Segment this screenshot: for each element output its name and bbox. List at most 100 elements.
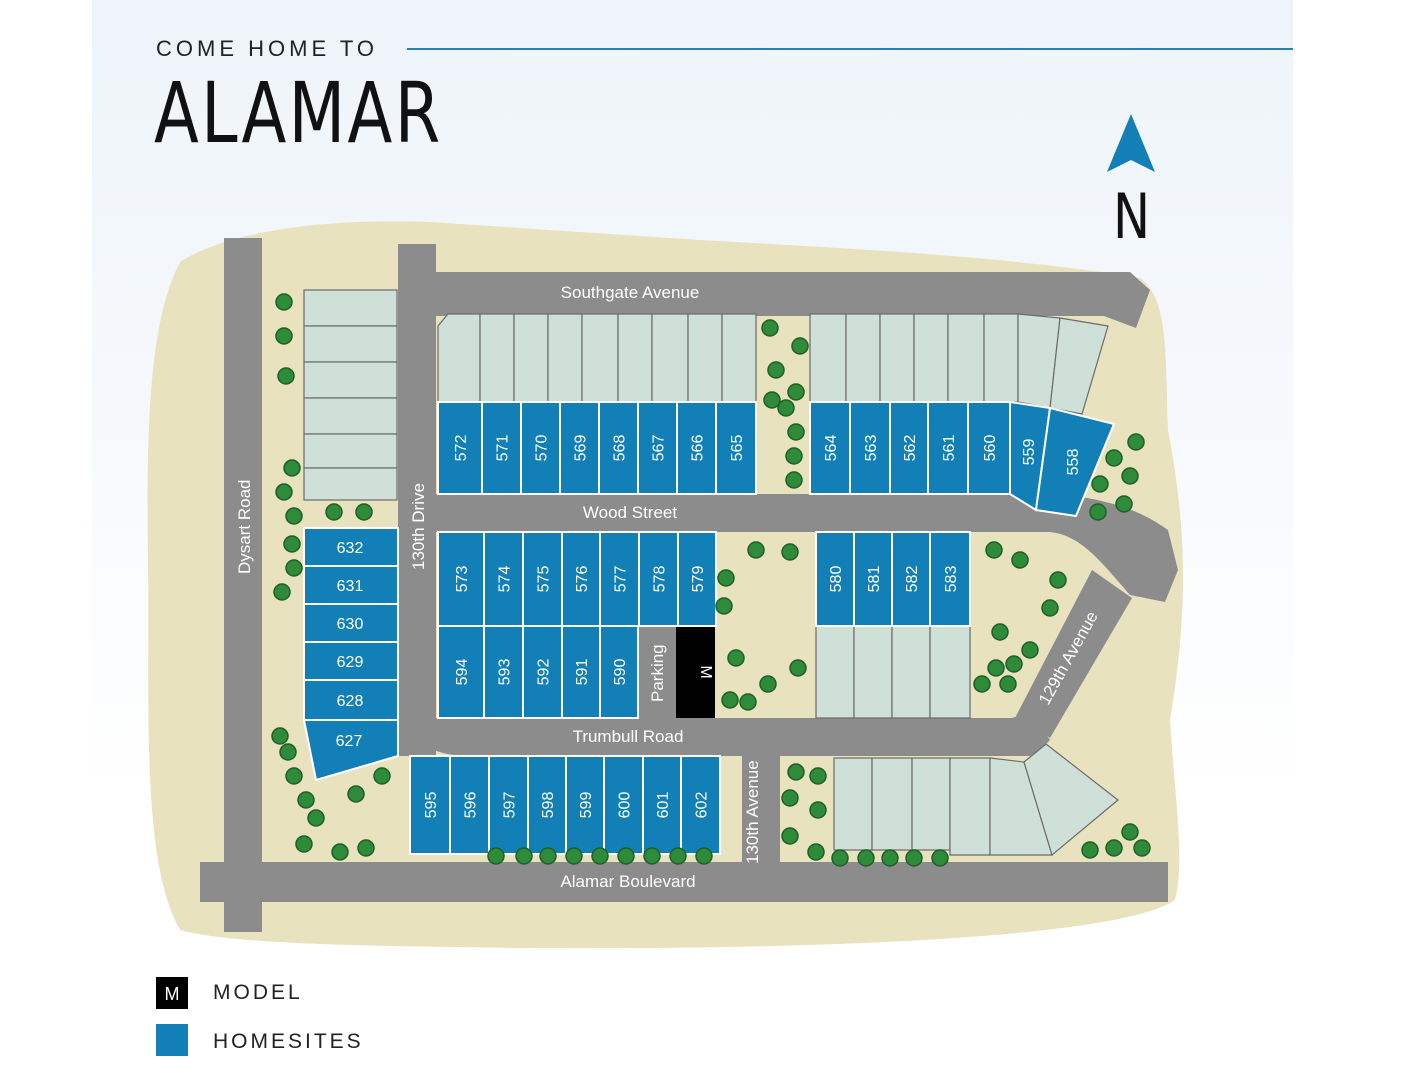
tree-icon <box>1021 641 1039 659</box>
tree-icon <box>617 847 635 865</box>
tree-layer <box>271 293 1151 867</box>
tree-icon <box>669 847 687 865</box>
homesite-number: 571 <box>495 435 512 462</box>
homesite-number: 631 <box>337 578 364 595</box>
dysart-road-surface <box>224 238 262 932</box>
homesite-602[interactable]: 602 <box>680 755 721 855</box>
north-arrow-icon <box>1107 114 1155 172</box>
homesite-601[interactable]: 601 <box>642 755 682 855</box>
homesite-627[interactable]: 627 <box>302 719 399 782</box>
homesite-580[interactable]: 580 <box>815 531 855 627</box>
tree-icon <box>283 535 301 553</box>
homesite-599[interactable]: 599 <box>565 755 605 855</box>
tree-icon <box>1105 839 1123 857</box>
homesite-595[interactable]: 595 <box>409 755 451 855</box>
homesite-572[interactable]: 572 <box>437 401 483 495</box>
tree-icon <box>297 791 315 809</box>
homesite-563[interactable]: 563 <box>849 401 891 495</box>
tree-icon <box>1127 433 1145 451</box>
homesite-568[interactable]: 568 <box>598 401 639 495</box>
tree-icon <box>331 843 349 861</box>
homesite-631[interactable]: 631 <box>303 565 399 605</box>
homesite-597[interactable]: 597 <box>488 755 529 855</box>
homesite-shape <box>303 603 399 643</box>
homesite-565[interactable]: 565 <box>715 401 757 495</box>
homesite-shape <box>303 679 399 721</box>
homesite-number: 569 <box>573 435 590 462</box>
tree-icon <box>985 541 1003 559</box>
homesite-583[interactable]: 583 <box>929 531 971 627</box>
homesite-shape <box>599 531 640 627</box>
homesite-581[interactable]: 581 <box>853 531 893 627</box>
homesite-576[interactable]: 576 <box>561 531 601 627</box>
tree-icon <box>721 691 739 709</box>
homesite-591[interactable]: 591 <box>561 625 601 719</box>
homesite-shape <box>637 401 678 495</box>
tree-icon <box>715 597 733 615</box>
homesite-575[interactable]: 575 <box>522 531 563 627</box>
homesite-number: 566 <box>690 435 707 462</box>
homesite-shape <box>561 625 601 719</box>
homesite-573[interactable]: 573 <box>437 531 485 627</box>
homesite-578[interactable]: 578 <box>638 531 679 627</box>
homesite-shape <box>561 531 601 627</box>
homesite-shape <box>815 531 855 627</box>
homesite-number: 601 <box>655 792 672 819</box>
model-home-lot[interactable] <box>676 626 715 718</box>
homesite-571[interactable]: 571 <box>481 401 522 495</box>
homesite-number: 561 <box>941 435 958 462</box>
homesite-600[interactable]: 600 <box>603 755 644 855</box>
tree-icon <box>1121 467 1139 485</box>
tree-icon <box>279 743 297 761</box>
tree-icon <box>1005 655 1023 673</box>
homesite-number: 558 <box>1065 449 1082 476</box>
parking-area <box>638 626 676 718</box>
homesite-shape <box>715 401 757 495</box>
tree-icon <box>539 847 557 865</box>
homesite-577[interactable]: 577 <box>599 531 640 627</box>
tree-icon <box>763 391 781 409</box>
homesite-628[interactable]: 628 <box>303 679 399 721</box>
tree-icon <box>271 727 289 745</box>
homesite-574[interactable]: 574 <box>483 531 524 627</box>
homesite-564[interactable]: 564 <box>809 401 851 495</box>
tree-icon <box>1081 841 1099 859</box>
homesite-shape <box>680 755 721 855</box>
homesite-569[interactable]: 569 <box>559 401 600 495</box>
homesite-592[interactable]: 592 <box>522 625 563 719</box>
homesite-shape <box>599 625 639 719</box>
homesite-590[interactable]: 590 <box>599 625 639 719</box>
tree-icon <box>747 541 765 559</box>
tree-icon <box>881 849 899 867</box>
tree-icon <box>325 503 343 521</box>
tree-icon <box>727 649 745 667</box>
homesite-582[interactable]: 582 <box>891 531 931 627</box>
homesite-567[interactable]: 567 <box>637 401 678 495</box>
homesite-579[interactable]: 579 <box>677 531 717 627</box>
tree-icon <box>283 459 301 477</box>
tree-icon <box>777 399 795 417</box>
homesite-number: 565 <box>729 435 746 462</box>
homesite-number: 632 <box>337 540 364 557</box>
homesite-566[interactable]: 566 <box>676 401 717 495</box>
homesite-598[interactable]: 598 <box>527 755 567 855</box>
homesite-630[interactable]: 630 <box>303 603 399 643</box>
homesite-number: 592 <box>536 659 553 686</box>
homesite-562[interactable]: 562 <box>889 401 929 495</box>
tree-icon <box>295 835 313 853</box>
homesite-570[interactable]: 570 <box>520 401 561 495</box>
homesite-629[interactable]: 629 <box>303 641 399 681</box>
tree-icon <box>285 767 303 785</box>
homesite-596[interactable]: 596 <box>449 755 490 855</box>
homesite-561[interactable]: 561 <box>927 401 969 495</box>
homesite-594[interactable]: 594 <box>437 625 485 719</box>
homesite-558[interactable]: 558 <box>1034 406 1116 518</box>
homesite-632[interactable]: 632 <box>303 527 399 567</box>
homesite-593[interactable]: 593 <box>483 625 524 719</box>
homesite-560[interactable]: 560 <box>967 401 1011 495</box>
tree-icon <box>787 383 805 401</box>
tree-icon <box>767 361 785 379</box>
homesite-shape <box>437 625 485 719</box>
homesite-number: 627 <box>336 733 363 750</box>
